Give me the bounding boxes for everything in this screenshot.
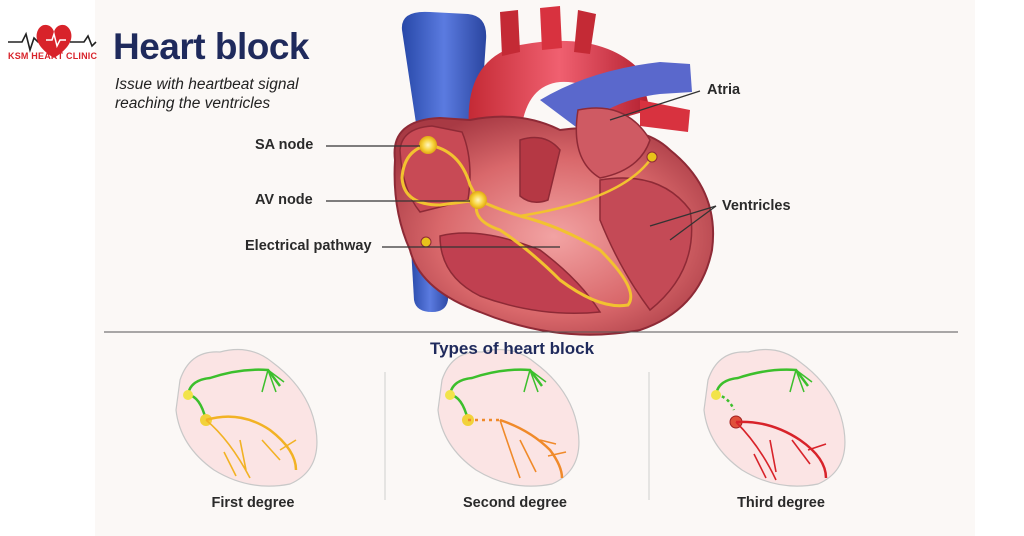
superior-vena-cava [401,11,487,151]
page-subtitle: Issue with heartbeat signal reaching the… [115,76,299,112]
page-title: Heart block [113,26,310,67]
brand-name: KSM HEART CLINIC [8,51,98,61]
label-second-degree: Second degree [463,495,567,511]
av-node [469,191,487,209]
heart-diagram-third-degree [703,349,846,487]
right-ventricle [439,232,602,314]
left-atrium [575,107,651,179]
left-ventricle [599,177,693,312]
label-av-node: AV node [255,192,313,208]
label-third-degree: Third degree [737,495,825,511]
types-section-title: Types of heart block [429,339,595,358]
heart-clinic-logo [8,24,97,58]
heart-diagram-first-degree [175,349,318,487]
label-ventricles: Ventricles [722,198,791,214]
label-electrical-pathway: Electrical pathway [245,238,372,254]
label-atria: Atria [707,82,741,98]
electrical-pathway [400,143,633,308]
label-first-degree: First degree [211,495,295,511]
heart-diagram-second-degree [437,349,580,487]
label-sa-node: SA node [255,137,314,153]
sa-node [419,136,437,154]
